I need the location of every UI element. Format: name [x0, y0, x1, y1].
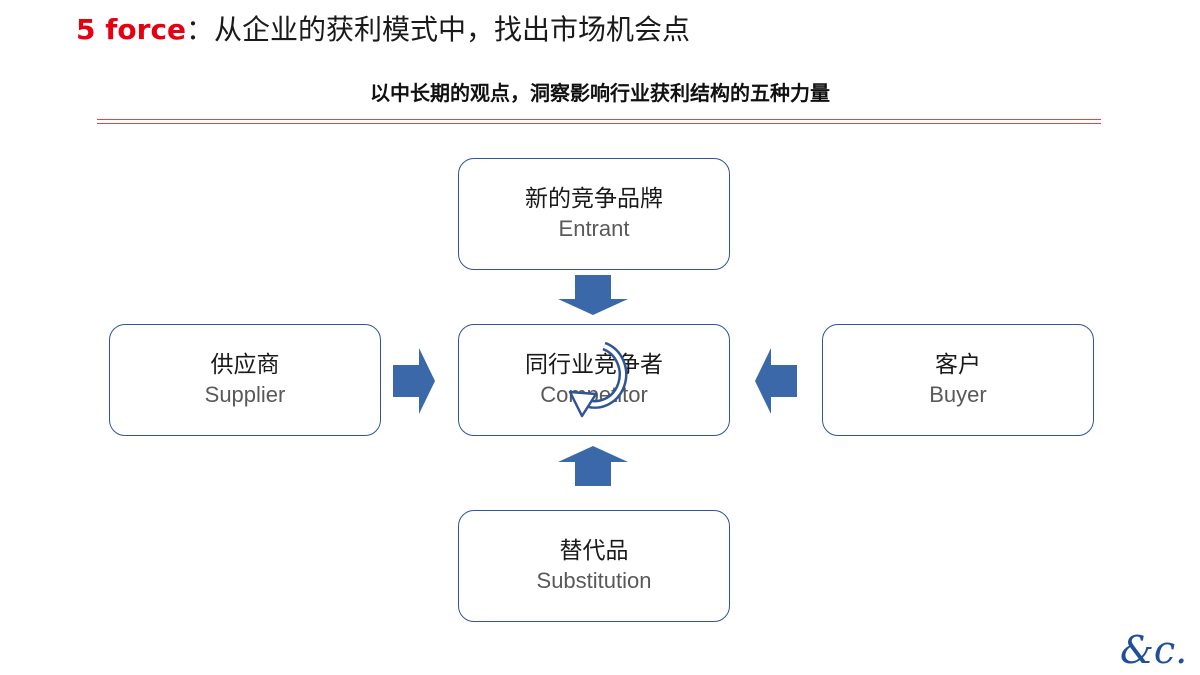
divider-line	[97, 119, 1101, 120]
force-label-zh: 新的竞争品牌	[525, 186, 663, 212]
divider-line	[97, 123, 1101, 124]
brand-logo: &c.	[1120, 628, 1188, 672]
block-arrow-icon	[393, 348, 435, 414]
title-text: ：从企业的获利模式中，找出市场机会点	[186, 13, 691, 46]
cycle-arrow-icon	[568, 341, 628, 418]
block-arrow-icon	[558, 275, 628, 315]
force-label-en: Substitution	[536, 568, 652, 593]
force-box-buyer: 客户 Buyer	[822, 324, 1094, 436]
block-arrow-icon	[755, 348, 797, 414]
force-label-zh: 替代品	[559, 538, 629, 564]
force-label-zh: 供应商	[210, 352, 280, 378]
force-label-zh: 同行业竞争者	[525, 352, 663, 378]
force-box-supplier: 供应商 Supplier	[109, 324, 381, 436]
force-label-en: Entrant	[558, 216, 630, 241]
force-label-en: Buyer	[929, 382, 987, 407]
force-box-substitution: 替代品 Substitution	[458, 510, 730, 622]
force-label-zh: 客户	[935, 352, 981, 378]
force-box-competitor: 同行业竞争者 Competitor	[458, 324, 730, 436]
slide-subtitle: 以中长期的观点，洞察影响行业获利结构的五种力量	[370, 81, 830, 105]
block-arrow-icon	[558, 446, 628, 486]
force-box-entrant: 新的竞争品牌 Entrant	[458, 158, 730, 270]
slide-title: 5 force：从企业的获利模式中，找出市场机会点	[76, 12, 690, 48]
force-label-en: Supplier	[204, 382, 286, 407]
title-accent: 5 force	[76, 13, 187, 46]
